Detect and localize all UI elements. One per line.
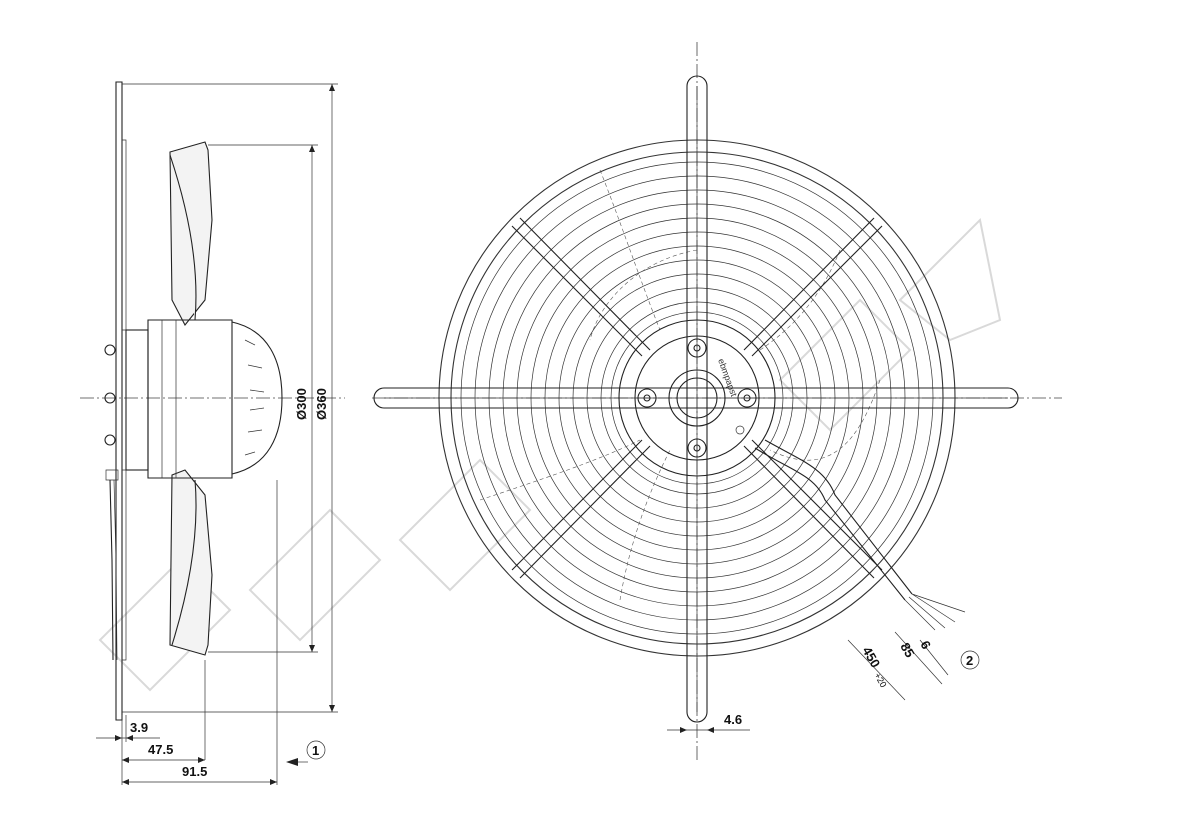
- callout-1: 1: [312, 743, 319, 758]
- dim-depth-total: 91.5: [182, 764, 207, 779]
- label-plate: ebmpapst: [716, 357, 739, 398]
- dim-offset-small: 3.9: [130, 720, 148, 735]
- dim-dia-blade: Ø300: [294, 388, 309, 420]
- watermark: [98, 217, 1002, 692]
- dim-wire-end: 6: [917, 638, 934, 652]
- callout-2: 2: [966, 653, 973, 668]
- dim-bar-width: 4.6: [724, 712, 742, 727]
- dim-depth-mid: 47.5: [148, 742, 173, 757]
- dim-dia-guard: Ø360: [314, 388, 329, 420]
- dim-cable-tolerance: +20: [872, 671, 888, 689]
- dim-strip-length: 85: [897, 640, 917, 660]
- dim-cable-length: 450: [859, 644, 883, 670]
- front-view: ebmpapst 450 +20 85 6 2 4.6: [372, 42, 1062, 760]
- side-view: Ø300 Ø360 3.9 47.5 91.5 1: [80, 81, 345, 785]
